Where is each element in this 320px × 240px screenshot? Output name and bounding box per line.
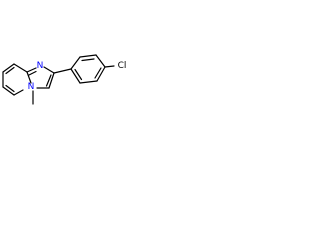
double-bond-ar4-ar5-inner [94, 67, 102, 79]
bond-ar2-ar3 [79, 54, 97, 58]
bond-ar4-ar5 [96, 66, 106, 82]
bond-c8a-c8 [13, 63, 28, 73]
imidazole-ring [26, 66, 55, 89]
atom-label-cl: Cl [118, 61, 127, 71]
double-bond-ar2-ar3-inner [81, 58, 95, 62]
bond-c6-c5 [2, 86, 15, 96]
bond-n4-c8a [26, 71, 32, 84]
atom-label-n4: N [28, 82, 35, 92]
bond-ar1-ar2 [70, 56, 81, 70]
bond-c2-c3 [48, 72, 55, 89]
bond-c5-n4 [13, 89, 24, 96]
pyridine-ring [2, 63, 32, 96]
molecule-structure: N N Cl [2, 54, 127, 105]
bond-n1-c2 [43, 66, 55, 74]
atom-label-n1: N [37, 61, 44, 71]
double-bond-ar6-ar1-inner [74, 68, 83, 81]
chlorophenyl-ring [70, 54, 106, 84]
bond-ar5-ar6 [79, 80, 98, 84]
double-bond-c8a-n1-inner [28, 70, 37, 76]
bond-ar3-ar4 [95, 54, 106, 68]
bond-ar6-ar1 [70, 68, 81, 84]
bond-c2-aryl [53, 68, 72, 74]
bond-c8-c7 [2, 63, 15, 73]
double-bond-c2-c3-inner [45, 74, 52, 87]
double-bond-c8-c7-inner [5, 66, 15, 75]
bond-c8a-n1 [26, 67, 37, 73]
bond-aryl-cl [104, 65, 115, 68]
double-bond-c6-c5-inner [5, 84, 15, 93]
